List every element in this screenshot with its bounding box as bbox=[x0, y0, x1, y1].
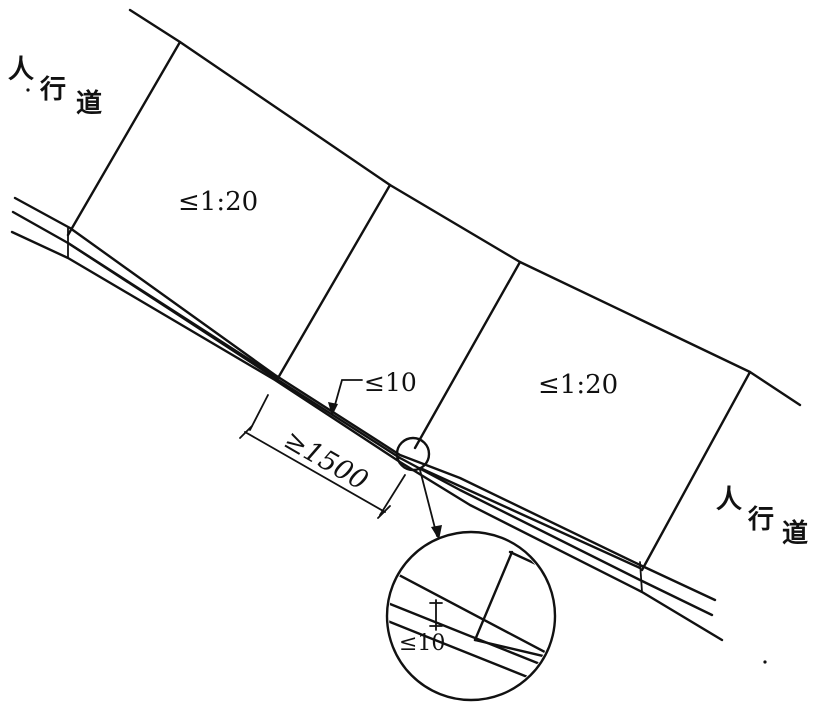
sidewalk-outer-edge bbox=[128, 8, 802, 407]
sidewalk-right-char-3: 道 bbox=[782, 518, 808, 549]
right-flare-outer-line bbox=[640, 370, 752, 572]
stray-dot-left bbox=[26, 88, 30, 92]
sidewalk-right-char-1: 人 bbox=[716, 485, 742, 515]
right-flare-inner-line bbox=[413, 260, 522, 450]
flare-right-edge bbox=[418, 466, 642, 570]
sidewalk-left-char-1: 人 bbox=[8, 55, 34, 85]
dimension-extension-left bbox=[249, 394, 269, 431]
curb-line-middle bbox=[11, 210, 714, 617]
sidewalk-left-char-3: 道 bbox=[76, 88, 102, 119]
slope-right-label: ≤1:20 bbox=[538, 370, 618, 400]
detail-ramp-side bbox=[473, 550, 514, 642]
detail-callout-circle bbox=[395, 436, 431, 472]
curb-height-leader bbox=[332, 379, 363, 413]
sidewalk-left-char-2: 行 bbox=[39, 74, 66, 105]
detail-leader-arrow bbox=[431, 525, 442, 540]
left-flare-outer-line bbox=[66, 40, 182, 237]
detail-magnified-view: ≤10 bbox=[385, 530, 557, 702]
detail-leader-line bbox=[419, 469, 438, 537]
detail-circle bbox=[385, 530, 557, 702]
curb-height-arrow bbox=[328, 402, 338, 416]
stray-dot-right bbox=[763, 660, 767, 664]
detail-ramp-top bbox=[508, 550, 553, 577]
dimension-line-width bbox=[244, 431, 386, 513]
flare-left-edge bbox=[66, 241, 280, 380]
detail-sidewalk-edge bbox=[389, 563, 553, 662]
dimension-tick-left bbox=[239, 425, 253, 439]
curb-tick-right bbox=[639, 561, 643, 593]
dimension-extension-right bbox=[379, 474, 406, 516]
slope-left-label: ≤1:20 bbox=[178, 187, 258, 217]
left-flare-inner-line bbox=[276, 183, 392, 380]
detail-curb-top bbox=[389, 598, 553, 674]
sidewalk-right-char-2: 行 bbox=[747, 504, 774, 535]
curb-height-label: ≤10 bbox=[364, 368, 417, 397]
detail-height-label: ≤10 bbox=[399, 631, 445, 656]
dimension-tick-right bbox=[377, 505, 391, 519]
